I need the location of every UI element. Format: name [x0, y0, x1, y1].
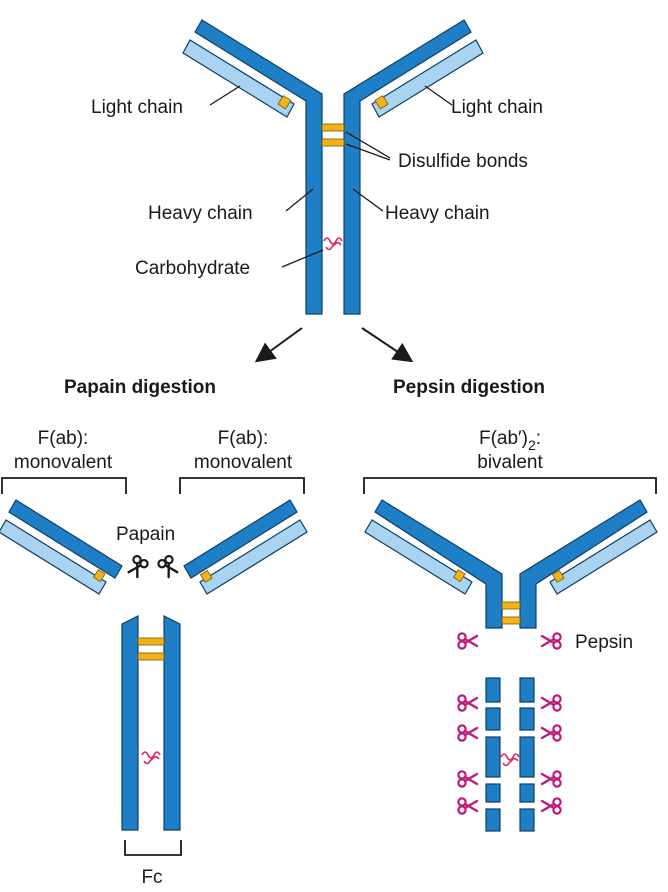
pepsin-carbohydrate-icon [500, 753, 520, 767]
papain-scissors-icon [125, 553, 181, 580]
fab-fragment-right [183, 499, 308, 595]
label-fab2-bivalent: bivalent [477, 452, 543, 473]
fab2-fragment [364, 499, 658, 629]
fc-fragment [121, 615, 181, 831]
label-light-chain-right: Light chain [451, 97, 543, 118]
light-chain-right-top [371, 39, 484, 118]
label-light-chain-left: Light chain [91, 97, 183, 118]
label-heavy-chain-left: Heavy chain [148, 203, 253, 224]
label-papain-enzyme: Papain [116, 524, 175, 545]
bracket-fc [124, 840, 182, 856]
label-fab-left-2: monovalent [14, 452, 113, 473]
heading-pepsin-digestion: Pepsin digestion [393, 377, 545, 398]
arrow-pepsin [361, 327, 414, 363]
label-fc: Fc [141, 867, 162, 888]
heading-papain-digestion: Papain digestion [64, 377, 216, 398]
light-chain-left-top [182, 39, 295, 118]
heavy-chain-right-top [343, 19, 472, 315]
label-disulfide-bonds: Disulfide bonds [398, 151, 528, 172]
label-fab-right-1: F(ab): [218, 428, 269, 449]
fab-fragment-left [0, 499, 123, 595]
arrow-papain [254, 327, 303, 363]
label-fab-left-1: F(ab): [38, 428, 89, 449]
bracket-fab-right [179, 477, 305, 494]
label-fab-right-2: monovalent [194, 452, 293, 473]
bracket-fab-left [1, 477, 127, 494]
disulfide-light-heavy-left [277, 95, 292, 110]
label-heavy-chain-right: Heavy chain [385, 203, 490, 224]
pepsin-peptide-fragments [485, 677, 535, 832]
bracket-fab2 [363, 477, 657, 494]
label-pepsin-enzyme: Pepsin [575, 632, 633, 653]
label-fab2: F(ab′)2: [479, 428, 541, 453]
disulfide-hinge-1 [321, 123, 345, 132]
label-carbohydrate: Carbohydrate [135, 258, 250, 279]
disulfide-hinge-2 [321, 138, 345, 147]
carbohydrate-icon [323, 237, 343, 251]
pepsin-scissors-icon [457, 632, 562, 815]
fc-carbohydrate-icon [141, 751, 161, 765]
disulfide-light-heavy-right [374, 95, 389, 110]
intact-antibody [182, 19, 484, 315]
heavy-chain-left-top [194, 19, 323, 315]
